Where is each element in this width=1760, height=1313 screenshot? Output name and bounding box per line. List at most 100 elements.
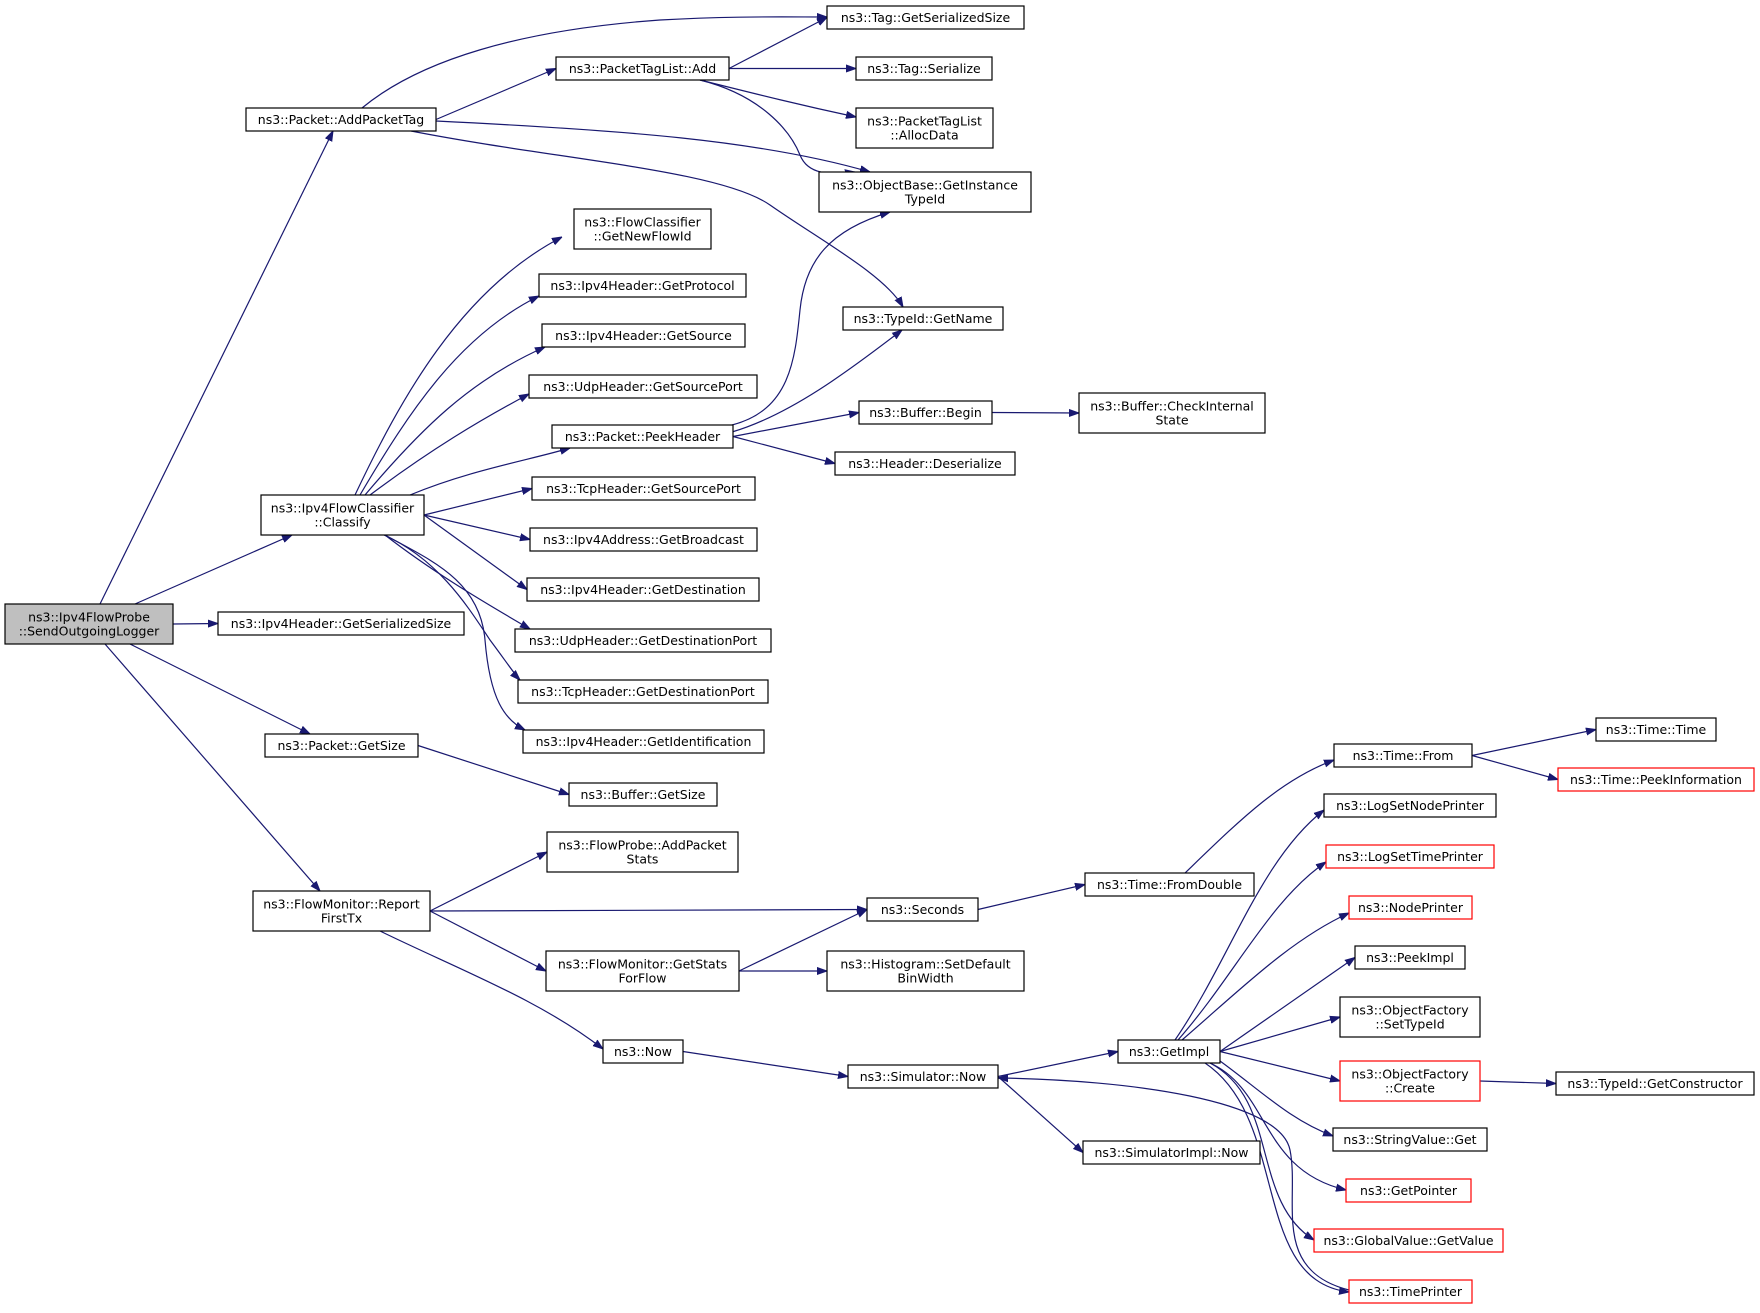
node-get-pointer[interactable]: ns3::GetPointer <box>1345 1178 1472 1203</box>
node-box <box>528 374 758 399</box>
node-obj-factory-set-type-id[interactable]: ns3::ObjectFactory::SetTypeId <box>1339 996 1481 1038</box>
node-box <box>529 527 758 552</box>
node-box <box>842 306 1004 331</box>
node-label: ForFlow <box>618 971 666 986</box>
node-tcp-get-src-port[interactable]: ns3::TcpHeader::GetSourcePort <box>531 476 756 501</box>
node-get-new-flow-id[interactable]: ns3::FlowClassifier::GetNewFlowId <box>573 208 712 250</box>
edge-packetPeekHeader-to-bufferBegin <box>732 413 859 438</box>
node-label: ns3::Packet::GetSize <box>277 738 405 753</box>
edge-addPacketTag-to-objBaseGetInst <box>435 120 870 172</box>
node-buffer-get-size[interactable]: ns3::Buffer::GetSize <box>568 782 718 807</box>
node-ipv4-addr-get-broadcast[interactable]: ns3::Ipv4Address::GetBroadcast <box>529 527 758 552</box>
node-label: ns3::Ipv4Header::GetSource <box>555 328 732 343</box>
edge-getImpl-to-peekImpl <box>1219 958 1355 1052</box>
node-ipv4-get-source[interactable]: ns3::Ipv4Header::GetSource <box>541 323 746 348</box>
node-type-id-get-name[interactable]: ns3::TypeId::GetName <box>842 306 1004 331</box>
node-label: ns3::FlowMonitor::Report <box>263 897 420 912</box>
node-label: ns3::PeekImpl <box>1366 950 1454 965</box>
node-ipv4-get-destination[interactable]: ns3::Ipv4Header::GetDestination <box>526 577 760 602</box>
node-add-packet-tag[interactable]: ns3::Packet::AddPacketTag <box>245 107 437 132</box>
node-ipv4-flow-classify[interactable]: ns3::Ipv4FlowClassifier::Classify <box>260 494 425 536</box>
node-time-printer[interactable]: ns3::TimePrinter <box>1348 1279 1473 1304</box>
node-label: ns3::Time::PeekInformation <box>1570 772 1742 787</box>
node-root[interactable]: ns3::Ipv4FlowProbe::SendOutgoingLogger <box>4 603 174 645</box>
node-label: ns3::Buffer::GetSize <box>581 787 706 802</box>
node-tcp-get-dest-port[interactable]: ns3::TcpHeader::GetDestinationPort <box>517 679 769 704</box>
node-label: ns3::Ipv4FlowClassifier <box>271 501 415 516</box>
edge-timePrinter-to-simulatorNow <box>998 1078 1350 1291</box>
node-packet-tag-list-add[interactable]: ns3::PacketTagList::Add <box>555 56 730 81</box>
edge-getImpl-to-nodePrinter <box>1181 913 1349 1041</box>
node-peek-impl[interactable]: ns3::PeekImpl <box>1354 945 1466 970</box>
edge-timeFrom-to-timePeekInfo <box>1471 754 1558 780</box>
node-now[interactable]: ns3::Now <box>602 1039 684 1064</box>
node-label: ns3::GetImpl <box>1129 1044 1209 1059</box>
node-udp-get-dest-port[interactable]: ns3::UdpHeader::GetDestinationPort <box>514 628 772 653</box>
node-box <box>260 494 425 536</box>
node-string-value-get[interactable]: ns3::StringValue::Get <box>1332 1127 1488 1152</box>
node-get-impl[interactable]: ns3::GetImpl <box>1117 1039 1221 1064</box>
node-node-printer[interactable]: ns3::NodePrinter <box>1348 895 1473 920</box>
node-ptl-alloc-data[interactable]: ns3::PacketTagList::AllocData <box>855 107 994 149</box>
node-label: ::AllocData <box>890 128 958 143</box>
node-buffer-begin[interactable]: ns3::Buffer::Begin <box>858 400 993 425</box>
node-label: ns3::NodePrinter <box>1358 900 1464 915</box>
node-box <box>1348 895 1473 920</box>
node-simulator-now[interactable]: ns3::Simulator::Now <box>847 1064 999 1089</box>
edge-getStatsForFlow-to-seconds <box>738 910 867 972</box>
node-label: ns3::PacketTagList::Add <box>569 61 716 76</box>
edge-ipv4FlowClassify-to-ipv4AddrGetBroadcast <box>423 514 530 540</box>
node-tag-serialize[interactable]: ns3::Tag::Serialize <box>855 56 993 81</box>
node-time-from-double[interactable]: ns3::Time::FromDouble <box>1084 872 1255 897</box>
edge-reportFirstTx-to-now <box>379 930 603 1049</box>
node-tag-get-ser-size[interactable]: ns3::Tag::GetSerializedSize <box>826 5 1025 30</box>
node-box <box>826 950 1025 992</box>
node-ipv4-hdr-ser-size[interactable]: ns3::Ipv4Header::GetSerializedSize <box>217 611 465 636</box>
node-box <box>826 5 1025 30</box>
node-label: ns3::Ipv4Header::GetSerializedSize <box>231 616 452 631</box>
node-packet-get-size[interactable]: ns3::Packet::GetSize <box>264 733 419 758</box>
node-ipv4-get-protocol[interactable]: ns3::Ipv4Header::GetProtocol <box>538 273 747 298</box>
node-label: ns3::Ipv4FlowProbe <box>28 610 150 625</box>
node-time-peek-info[interactable]: ns3::Time::PeekInformation <box>1557 767 1755 792</box>
node-label: ns3::Tag::Serialize <box>867 61 981 76</box>
node-label: ::Create <box>1385 1081 1435 1096</box>
node-box <box>522 729 765 754</box>
edge-ipv4FlowClassify-to-tcpGetSrcPort <box>423 489 532 516</box>
node-simulator-impl-now[interactable]: ns3::SimulatorImpl::Now <box>1082 1140 1261 1165</box>
node-log-set-time-printer[interactable]: ns3::LogSetTimePrinter <box>1325 844 1495 869</box>
node-log-set-node-printer[interactable]: ns3::LogSetNodePrinter <box>1323 793 1497 818</box>
node-box <box>541 323 746 348</box>
edge-getImpl-to-getPointer <box>1209 1062 1346 1190</box>
node-label: ns3::Tag::GetSerializedSize <box>841 10 1011 25</box>
node-seconds[interactable]: ns3::Seconds <box>866 897 979 922</box>
node-label: ns3::UdpHeader::GetDestinationPort <box>529 633 757 648</box>
node-global-value-get-value[interactable]: ns3::GlobalValue::GetValue <box>1313 1228 1504 1253</box>
node-box <box>573 208 712 250</box>
node-type-id-get-ctor[interactable]: ns3::TypeId::GetConstructor <box>1555 1071 1755 1096</box>
node-box <box>264 733 419 758</box>
node-label: ns3::Seconds <box>881 902 964 917</box>
node-udp-get-src-port[interactable]: ns3::UdpHeader::GetSourcePort <box>528 374 758 399</box>
node-label: TypeId <box>904 192 945 207</box>
node-obj-factory-create[interactable]: ns3::ObjectFactory::Create <box>1339 1060 1481 1102</box>
node-ipv4-get-ident[interactable]: ns3::Ipv4Header::GetIdentification <box>522 729 765 754</box>
node-time-from[interactable]: ns3::Time::From <box>1333 743 1473 768</box>
node-header-deserialize[interactable]: ns3::Header::Deserialize <box>834 451 1016 476</box>
edge-packetPeekHeader-to-headerDeserialize <box>732 435 835 464</box>
node-time-time[interactable]: ns3::Time::Time <box>1595 717 1717 742</box>
node-box <box>546 831 739 873</box>
node-label: ns3::Ipv4Header::GetProtocol <box>550 278 734 293</box>
edge-getImpl-to-logSetNodePrinter <box>1174 810 1324 1041</box>
node-packet-peek-header[interactable]: ns3::Packet::PeekHeader <box>551 424 734 449</box>
node-label: ns3::ObjectFactory <box>1351 1067 1469 1082</box>
edge-getImpl-to-globalValueGetValue <box>1209 1062 1314 1240</box>
node-box <box>1555 1071 1755 1096</box>
node-box <box>1082 1140 1261 1165</box>
